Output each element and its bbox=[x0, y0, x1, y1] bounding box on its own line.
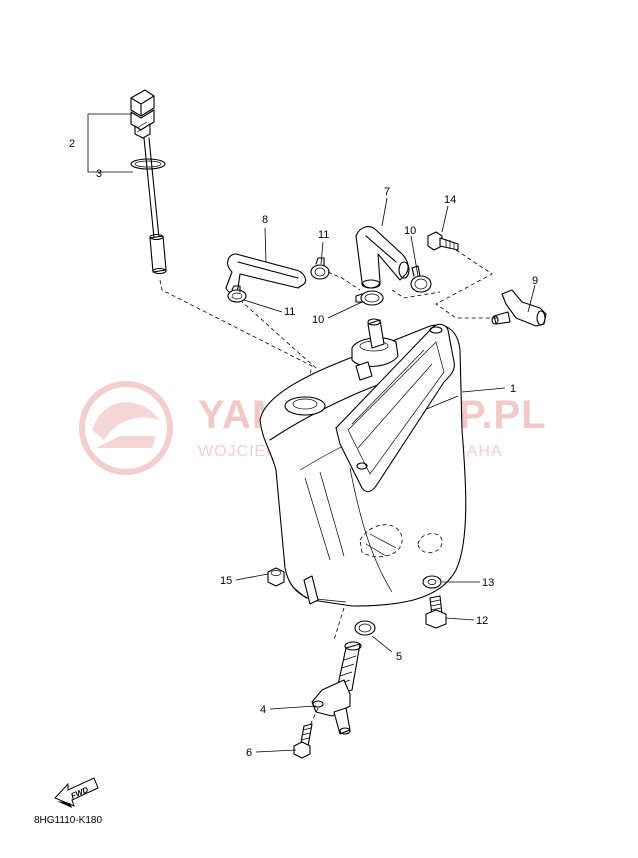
bolt-14 bbox=[427, 231, 459, 251]
bolt-6 bbox=[293, 723, 313, 759]
breather-hose-7 bbox=[355, 226, 410, 289]
clip-11-lower bbox=[227, 285, 247, 303]
callout-9: 9 bbox=[532, 275, 538, 287]
callout-7: 7 bbox=[384, 186, 390, 198]
gauge-guide-line bbox=[159, 279, 313, 383]
oil-strainer-4 bbox=[307, 607, 362, 735]
clip-guide-line bbox=[327, 271, 361, 291]
washer-13 bbox=[422, 575, 442, 589]
oil-level-gauge bbox=[130, 89, 167, 275]
callout-15: 15 bbox=[220, 575, 232, 587]
callout-8: 8 bbox=[262, 214, 268, 226]
hose-guide-line bbox=[391, 289, 441, 299]
diagram-code: 8HG1110-K180 bbox=[34, 815, 102, 826]
callout-10-lower: 10 bbox=[312, 314, 324, 326]
callout-5: 5 bbox=[396, 651, 402, 663]
callout-12: 12 bbox=[476, 615, 488, 627]
nut-15 bbox=[267, 567, 285, 587]
clamp-10-lower bbox=[355, 290, 384, 306]
callout-2: 2 bbox=[69, 138, 75, 150]
oil-tank bbox=[259, 318, 467, 607]
fwd-arrow-icon: FWD bbox=[54, 777, 99, 808]
callout-13: 13 bbox=[482, 577, 494, 589]
callout-1: 1 bbox=[510, 383, 516, 395]
callout-10-upper: 10 bbox=[404, 225, 416, 237]
leader-lines bbox=[87, 113, 536, 753]
watermark-logo-icon bbox=[79, 381, 173, 475]
joint-9 bbox=[491, 289, 547, 327]
o-ring-5 bbox=[354, 620, 376, 636]
callout-4: 4 bbox=[260, 704, 266, 716]
joint-guide-line bbox=[435, 249, 498, 319]
callout-6: 6 bbox=[246, 747, 252, 759]
hose-8 bbox=[225, 253, 317, 369]
bolt-12 bbox=[425, 595, 447, 629]
clamp-10-upper bbox=[410, 265, 432, 293]
callout-3: 3 bbox=[96, 168, 102, 180]
clip-11-upper bbox=[310, 257, 330, 280]
callout-11-lower: 11 bbox=[284, 306, 295, 318]
callout-11-upper: 11 bbox=[318, 229, 329, 241]
callouts: 1 2 3 4 5 6 7 8 9 10 10 11 11 12 13 14 1… bbox=[69, 138, 538, 759]
callout-14: 14 bbox=[444, 194, 456, 206]
